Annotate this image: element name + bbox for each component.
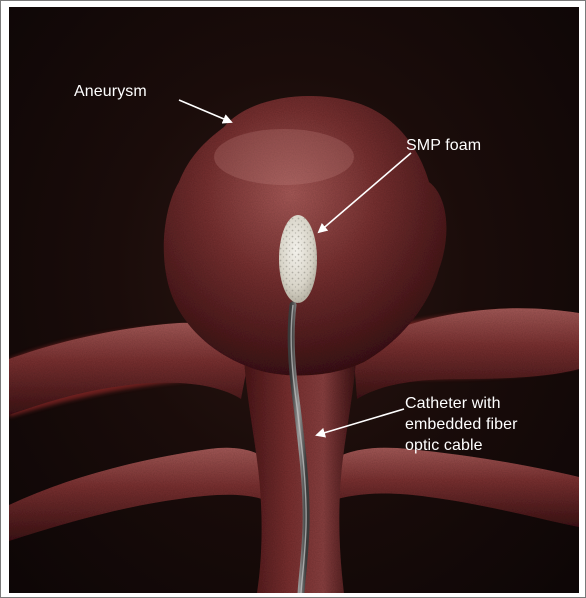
aneurysm-illustration: Aneurysm SMP foam Catheter with embedded… [9, 7, 579, 593]
sac-highlight [214, 129, 354, 185]
catheter-label-line2: embedded fiber [405, 414, 518, 435]
smp-foam-label: SMP foam [406, 135, 481, 156]
vessel-right-lower [329, 448, 579, 527]
catheter-label-line3: optic cable [405, 435, 518, 456]
vessel-left-lower [9, 448, 271, 541]
aneurysm-label: Aneurysm [74, 81, 147, 102]
catheter-label: Catheter with embedded fiber optic cable [405, 393, 518, 456]
catheter-label-line1: Catheter with [405, 393, 518, 414]
